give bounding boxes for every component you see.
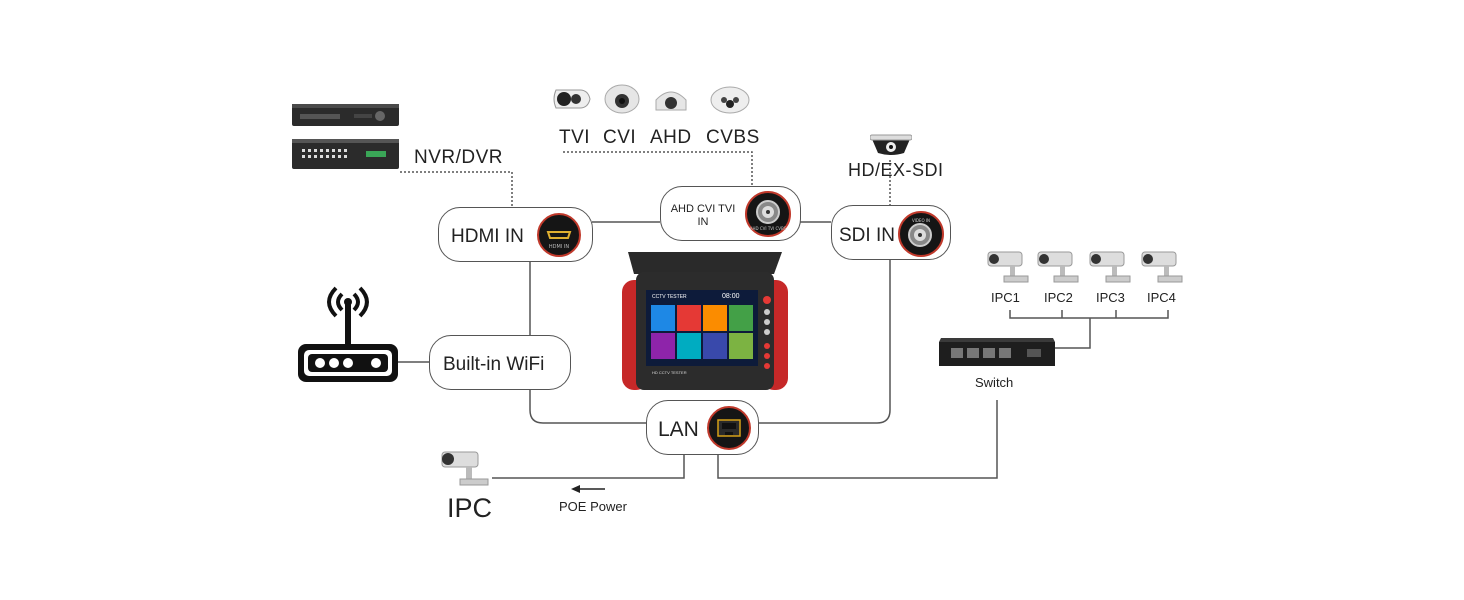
nvr-device-icon xyxy=(292,104,399,126)
device-screen-tiles xyxy=(650,304,754,360)
sdi-port-caption: VIDEO IN xyxy=(912,218,930,223)
ipc4-camera-icon xyxy=(1140,250,1188,286)
screen-tile xyxy=(729,333,753,359)
screen-tile xyxy=(651,305,675,331)
hd-ex-sdi-label: HD/EX-SDI xyxy=(848,160,944,180)
screen-tile xyxy=(703,305,727,331)
sdi-in-label: SDI IN xyxy=(839,225,895,246)
ipc1-label: IPC1 xyxy=(991,290,1020,305)
sdi-dome-camera-icon xyxy=(869,133,913,157)
analog-cams-link xyxy=(563,151,753,186)
network-switch-icon xyxy=(937,336,1057,368)
ipc3-label: IPC3 xyxy=(1096,290,1125,305)
screen-tile xyxy=(677,305,701,331)
lan-ipc-line xyxy=(492,454,685,479)
ipc-switch-bracket xyxy=(1009,310,1169,349)
left-loop-line xyxy=(529,262,646,424)
wifi-router-icon xyxy=(296,280,400,386)
sdi-in-box: SDI IN VIDEO IN xyxy=(831,205,951,260)
poe-power-label: POE Power xyxy=(559,499,627,514)
lan-switch-line xyxy=(717,400,998,479)
cvbs-label: CVBS xyxy=(706,127,760,148)
analog-in-box: AHD CVI TVI IN AHD CVI TVI CVBS xyxy=(660,186,801,241)
dome-camera-icon-2 xyxy=(654,88,688,116)
builtin-wifi-label: Built-in WiFi xyxy=(443,354,545,375)
bnc-port-icon: AHD CVI TVI CVBS xyxy=(745,191,791,237)
cctv-tester-device: CCTV TESTER 08:00 HD CCTV TESTER xyxy=(622,250,788,392)
dome-camera-icon-3 xyxy=(710,86,750,116)
dome-camera-icon-1 xyxy=(604,84,640,114)
ipc4-label: IPC4 xyxy=(1147,290,1176,305)
screen-tile xyxy=(703,333,727,359)
lan-box: LAN xyxy=(646,400,759,455)
screen-tile xyxy=(677,333,701,359)
hdmi-in-box: HDMI IN HDMI IN xyxy=(438,207,593,262)
device-footer-label: HD CCTV TESTER xyxy=(652,370,687,375)
sdi-bnc-port-icon: VIDEO IN xyxy=(898,211,944,257)
ipc3-camera-icon xyxy=(1088,250,1136,286)
poe-arrow xyxy=(571,485,605,493)
lan-label: LAN xyxy=(658,418,699,441)
rj45-port-icon xyxy=(707,406,751,450)
builtin-wifi-box: Built-in WiFi xyxy=(429,335,571,390)
ipc-camera-icon xyxy=(440,448,494,488)
device-screen-title: CCTV TESTER xyxy=(652,294,687,300)
ipc2-camera-icon xyxy=(1036,250,1084,286)
dvr-device-icon xyxy=(292,139,399,169)
switch-label: Switch xyxy=(975,375,1014,390)
bnc-port-caption: AHD CVI TVI CVBS xyxy=(750,226,787,231)
hdmi-port-icon: HDMI IN xyxy=(537,213,581,257)
ahd-label: AHD xyxy=(650,127,692,148)
hdmi-in-label: HDMI IN xyxy=(451,226,524,247)
bullet-camera-icon xyxy=(550,86,594,112)
nvr-dvr-label: NVR/DVR xyxy=(414,147,504,168)
ipc1-camera-icon xyxy=(986,250,1034,286)
device-screen-time: 08:00 xyxy=(722,293,740,300)
ipc2-label: IPC2 xyxy=(1044,290,1073,305)
nvr-hdmi-link xyxy=(400,171,513,207)
screen-tile xyxy=(729,305,753,331)
ipc-label: IPC xyxy=(447,493,493,523)
screen-tile xyxy=(651,333,675,359)
tvi-label: TVI xyxy=(559,127,591,148)
analog-in-label: AHD CVI TVI IN xyxy=(670,203,736,228)
hdmi-port-caption: HDMI IN xyxy=(549,244,569,250)
right-loop-line xyxy=(758,260,891,424)
cvi-label: CVI xyxy=(603,127,637,148)
